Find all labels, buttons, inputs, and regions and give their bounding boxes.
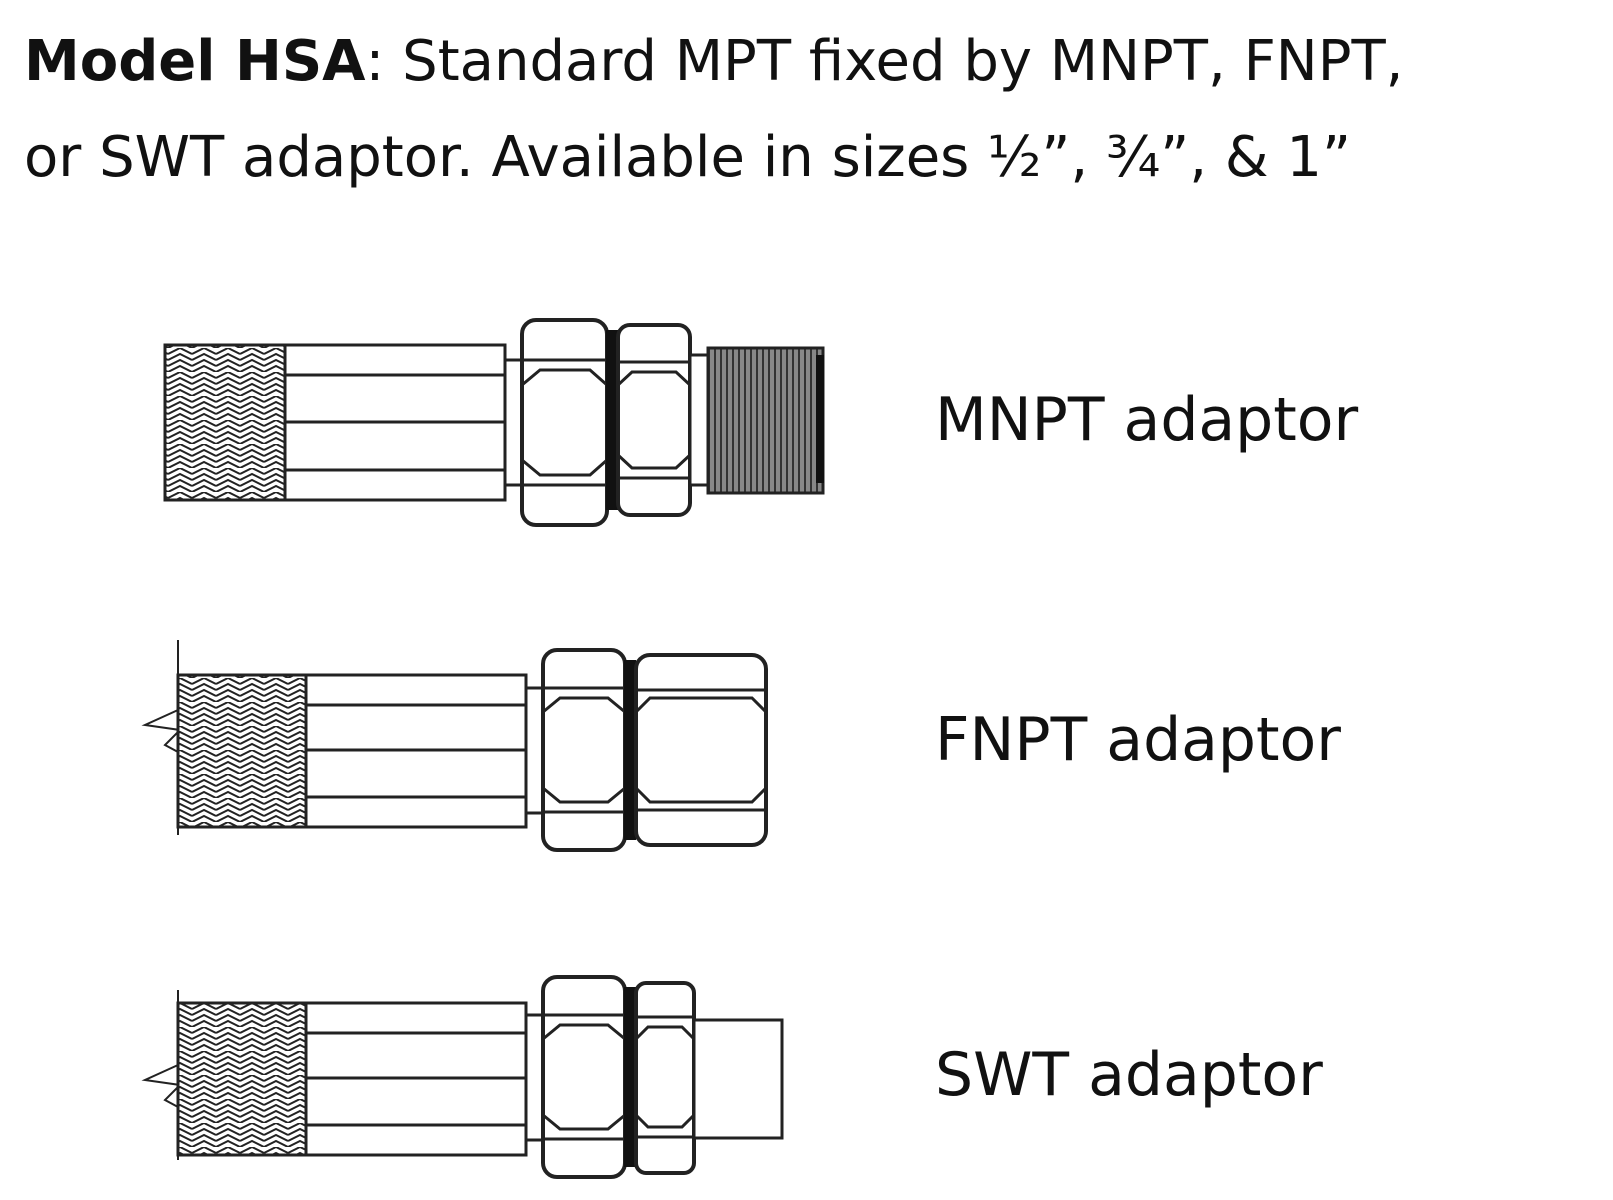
- swt-adaptor-row: SWT adaptor: [0, 955, 1613, 1185]
- fnpt-fitting-icon: [141, 640, 768, 852]
- mnpt-adaptor-row: MNPT adaptor: [0, 300, 1613, 530]
- swt-fitting-icon: [141, 975, 784, 1179]
- swt-adaptor-label: SWT adaptor: [935, 1040, 1323, 1110]
- mnpt-fitting-icon: [163, 318, 825, 527]
- fnpt-adaptor-row: FNPT adaptor: [0, 630, 1613, 860]
- heading-line2: or SWT adaptor. Available in sizes ½”, ¾…: [24, 125, 1352, 190]
- heading-line1: : Standard MPT fixed by MNPT, FNPT,: [365, 29, 1404, 94]
- mnpt-adaptor-label: MNPT adaptor: [935, 385, 1359, 455]
- fnpt-adaptor-label: FNPT adaptor: [935, 705, 1341, 775]
- heading: Model HSA: Standard MPT fixed by MNPT, F…: [24, 14, 1604, 206]
- model-name: Model HSA: [24, 29, 366, 94]
